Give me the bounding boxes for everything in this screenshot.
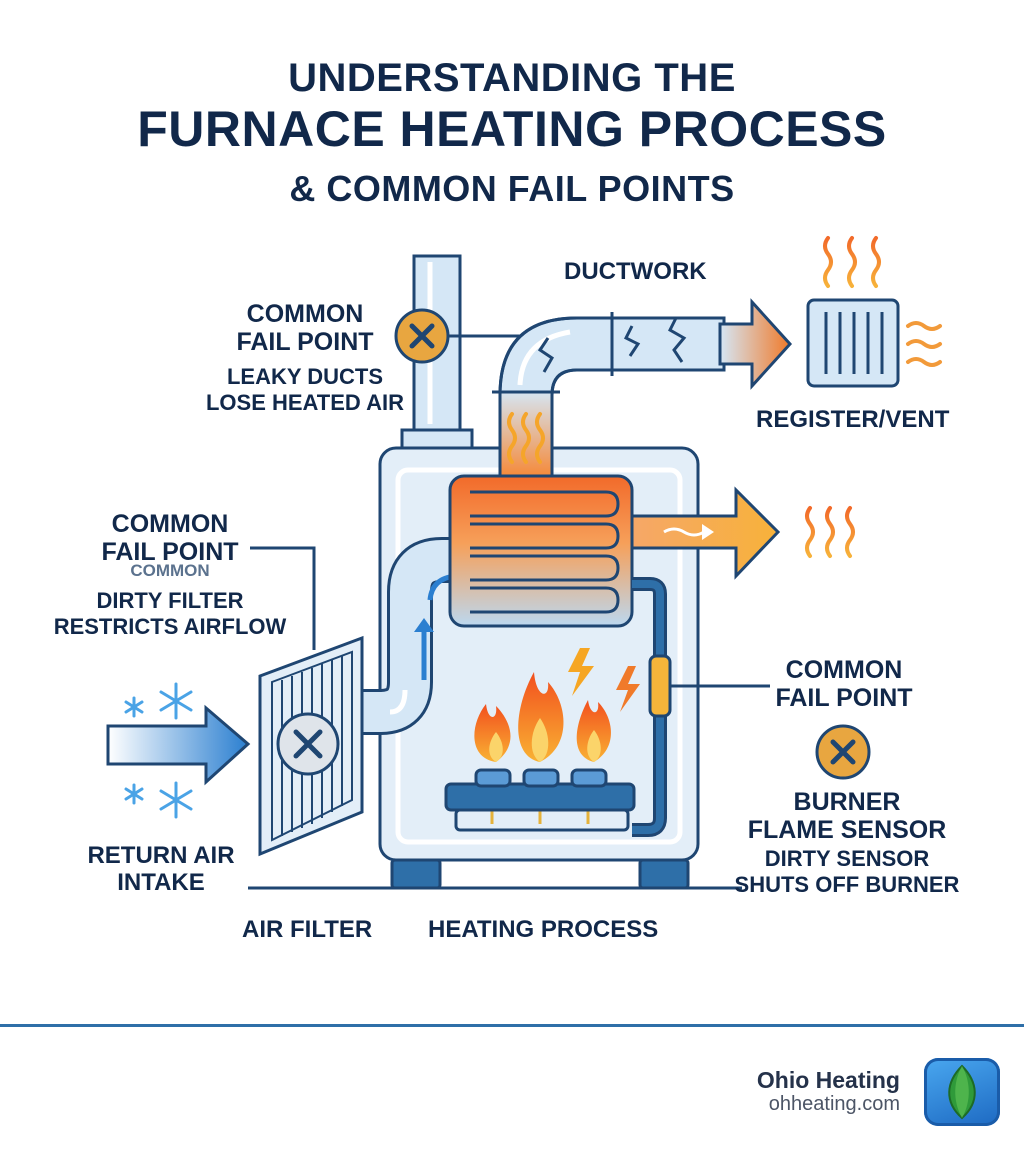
lightning-icon [568,648,594,696]
flame-sensor-name: BURNER FLAME SENSOR [747,788,947,844]
furnace-diagram [106,236,942,890]
fail-x-icon [815,724,871,780]
heat-wave-icon [507,412,545,464]
filter-leader-line [250,546,316,650]
flue-pipe [400,254,474,450]
title-line-3: & COMMON FAIL POINTS [289,168,735,209]
register-vent-icon [806,298,900,388]
heat-exchanger [448,474,634,628]
filter-fail-description: DIRTY FILTER RESTRICTS AIRFLOW [53,588,287,639]
burner-assembly [444,768,636,832]
sensor-fail-heading: COMMON FAIL POINT [775,656,913,712]
sensor-fail-description: DIRTY SENSOR SHUTS OFF BURNER [734,846,960,897]
brand-url[interactable]: ohheating.com [768,1093,900,1115]
duct-crack [623,325,641,357]
duct-crack [537,337,554,373]
return-air-label: RETURN AIR INTAKE [87,842,235,896]
title-line-1: UNDERSTANDING THE [288,56,736,100]
brand-name[interactable]: Ohio Heating [756,1067,900,1093]
filter-fail-sublabel: COMMON [130,561,210,580]
duct-crack [668,317,687,363]
duct-fail-heading: COMMON FAIL POINT [236,300,374,356]
logo-leaf-icon [948,1064,976,1120]
heat-wave-icon [906,321,942,367]
filter-fail-heading: COMMON FAIL POINT [101,510,239,566]
lightning-icon [616,666,640,712]
title-line-2: FURNACE HEATING PROCESS [137,101,887,157]
heat-wave-icon [823,236,881,288]
flame-sensor [648,654,672,718]
fail-x-icon [276,712,340,776]
duct-airflow-arrow [718,298,793,390]
flame-icon [474,672,611,762]
ductwork-label: DUCTWORK [564,258,707,285]
duct-fail-description: LEAKY DUCTS LOSE HEATED AIR [205,364,404,415]
heating-process-label: HEATING PROCESS [428,916,659,943]
footer-divider [0,1024,1024,1027]
fail-x-icon [394,308,450,364]
heat-wave-icon [805,506,855,558]
register-vent-label: REGISTER/VENT [756,406,950,433]
return-air-arrow [106,704,251,786]
brand-logo[interactable] [924,1058,1000,1126]
air-filter-label: AIR FILTER [242,916,373,943]
snowflake-icon [124,682,193,819]
